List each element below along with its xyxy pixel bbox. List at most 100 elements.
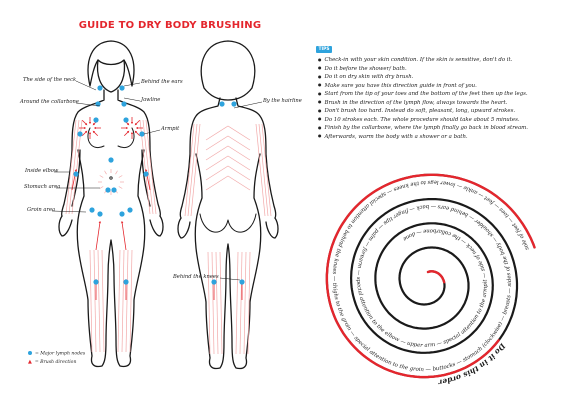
lymph-node-dot — [97, 85, 103, 91]
spiral-track — [426, 270, 446, 284]
brush-stroke — [205, 165, 251, 181]
lymph-node-dot — [105, 187, 111, 193]
brush-stroke — [142, 119, 154, 215]
label-behind-knees: Behind the knees — [173, 274, 219, 280]
brush-stroke — [125, 249, 129, 353]
label-by-hairline: By the hairline — [263, 98, 302, 104]
back-hand-left — [177, 217, 191, 239]
lymph-node-dot — [95, 101, 101, 107]
back-body-outline — [179, 97, 277, 370]
lymph-node-dot — [77, 131, 83, 137]
brush-stroke — [205, 145, 251, 161]
brush-stroke — [205, 175, 251, 191]
tip-item: Brush in the direction of the lymph flow… — [318, 99, 558, 108]
lymph-node-dot — [231, 101, 237, 107]
brush-stroke — [190, 123, 201, 217]
brush-stroke — [89, 249, 93, 353]
back-hand-right — [265, 217, 279, 239]
page-title: GUIDE TO DRY BODY BRUSHING — [78, 20, 262, 31]
tip-item: Afterwards, warm the body with a shower … — [318, 133, 558, 142]
tip-item: Make sure you have this direction guide … — [318, 82, 558, 91]
brush-stroke — [184, 123, 195, 217]
lymph-node-dot — [123, 117, 129, 123]
tips-list: Check-in with your skin condition. If th… — [318, 56, 558, 141]
brush-stroke — [261, 123, 272, 217]
brush-stroke — [120, 220, 127, 251]
brush-stroke — [134, 130, 141, 137]
brush-stroke — [123, 130, 130, 137]
lymph-nodes — [73, 85, 245, 285]
brush-stroke — [258, 123, 269, 217]
brush-stroke — [205, 125, 251, 141]
back-buttocks — [199, 213, 257, 233]
lymph-node-dot — [219, 101, 225, 107]
brush-stroke — [247, 251, 251, 355]
tips-badge: TIPS — [316, 46, 332, 53]
lymph-node-dot — [73, 171, 79, 177]
lymph-node-dot — [93, 279, 99, 285]
tip-item: Start from the tip of your toes and the … — [318, 90, 558, 99]
brush-stroke — [255, 123, 266, 217]
label-behind-ears: Behind the ears — [141, 79, 183, 85]
brush-stroke — [81, 119, 88, 126]
front-hand-left — [58, 215, 73, 237]
brush-stroke — [65, 119, 77, 215]
brush-stroke — [99, 175, 104, 178]
brush-stroke — [235, 251, 239, 355]
brush-stroke — [81, 130, 88, 137]
brush-stroke — [187, 123, 198, 217]
front-face — [96, 59, 126, 93]
label-groin-area: Groin area — [27, 207, 56, 213]
label-inside-elbow: Inside elbow — [25, 168, 59, 174]
tip-item: Don't brush too hard. Instead do soft, p… — [318, 107, 558, 116]
lymph-node-dot — [139, 131, 145, 137]
front-body-outline — [60, 89, 162, 368]
tip-item: Finish by the collarbone, where the lymp… — [318, 124, 558, 133]
back-figure — [177, 40, 279, 370]
lymph-node-dot — [111, 187, 117, 193]
label-stomach-area: Stomach area — [24, 184, 61, 190]
lymph-node-dot — [97, 211, 103, 217]
lymph-node-dot — [211, 279, 217, 285]
brush-stroke — [219, 251, 223, 355]
lymph-node-dot — [119, 85, 125, 91]
lymph-node-dot — [93, 117, 99, 123]
brush-stroke — [101, 249, 105, 353]
lymph-node-dot — [89, 207, 95, 213]
label-around-collarbone: Around the collarbone — [20, 99, 79, 105]
lymph-node-dot — [143, 171, 149, 177]
legend-brush: ▲= Brush direction — [28, 359, 77, 365]
brush-stroke — [239, 251, 243, 355]
label-side-of-neck: The side of the neck — [23, 77, 77, 83]
brush-stroke — [68, 119, 80, 215]
lymph-node-dot — [121, 101, 127, 107]
front-hand-right — [149, 215, 164, 237]
front-figure — [58, 40, 164, 368]
tip-item: Do it before the shower/ bath. — [318, 65, 558, 74]
back-hair — [200, 40, 256, 101]
legend-lymph: = Major lymph nodes — [28, 351, 85, 357]
label-armpit: Armpit — [161, 126, 180, 132]
brush-stroke — [205, 155, 251, 171]
brush-stroke — [115, 170, 118, 175]
brush-stroke — [97, 249, 101, 353]
tip-item: Do it on dry skin with dry brush. — [318, 73, 558, 82]
brush-stroke — [121, 249, 125, 353]
front-breasts — [87, 127, 135, 148]
lymph-node-dot — [123, 279, 129, 285]
label-jawline: Jawline — [141, 97, 161, 103]
brush-stroke — [243, 251, 247, 355]
brush-direction-lines — [65, 117, 272, 355]
brush-stroke — [211, 251, 215, 355]
arrow-up-icon: ▲ — [28, 359, 32, 365]
label-leaders — [51, 80, 263, 281]
brush-stroke — [205, 135, 251, 151]
brush-stroke — [104, 170, 107, 175]
tip-item: Check-in with your skin condition. If th… — [318, 56, 558, 65]
brush-stroke — [117, 249, 121, 353]
brush-stroke — [93, 249, 97, 353]
lymph-node-dot — [127, 207, 133, 213]
